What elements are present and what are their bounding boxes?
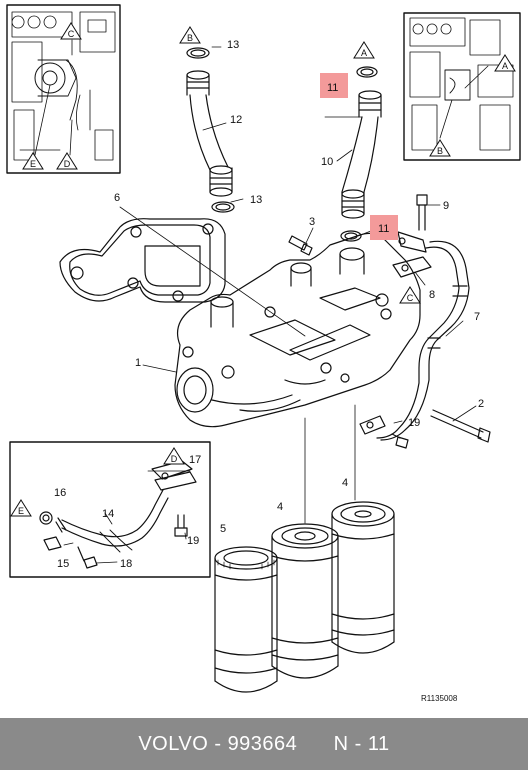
- gasket-6: [59, 218, 226, 303]
- marker-d-inset: D: [64, 159, 71, 169]
- footer-separator: -: [208, 732, 228, 755]
- pipe-12: [186, 47, 235, 213]
- sub-assembly-box: [9, 441, 211, 578]
- parts-diagram: B A C E D A B C D E 13 12 13 11 10 11 6 …: [6, 4, 521, 703]
- marker-e-sub: E: [18, 506, 24, 516]
- marker-triangle-a-inset: [494, 54, 516, 72]
- callout-4-back: 4: [342, 477, 348, 489]
- callout-1: 1: [135, 357, 141, 369]
- marker-b-inset: B: [437, 146, 443, 156]
- callout-13-lower: 13: [250, 194, 262, 206]
- marker-triangle-c-inset: [60, 22, 82, 40]
- engine-inset-right: [403, 12, 521, 161]
- filter-housing-1: [174, 232, 421, 428]
- callout-19-main: 19: [408, 417, 420, 429]
- marker-a-top: A: [361, 48, 367, 58]
- highlight-box-11-main: [370, 215, 398, 240]
- flange-8: [392, 231, 432, 278]
- marker-c-main: C: [407, 293, 414, 303]
- callout-4-front: 4: [277, 501, 283, 513]
- marker-c-inset: C: [68, 29, 75, 39]
- marker-triangle-c-main: [399, 286, 421, 304]
- highlight-box-11-top: [320, 73, 348, 98]
- callout-8: 8: [429, 289, 435, 301]
- reference-number: R1135008: [421, 694, 458, 703]
- engine-inset-left: [6, 4, 121, 174]
- footer-part-number: 993664: [227, 732, 298, 755]
- callout-5: 5: [220, 523, 226, 535]
- callout-18: 18: [120, 558, 132, 570]
- callout-3: 3: [309, 216, 315, 228]
- callout-6: 6: [114, 192, 120, 204]
- footer-gap: [297, 733, 333, 756]
- footer-bar: VOLVO - 993664 N - 11: [0, 718, 528, 770]
- callout-2: 2: [478, 398, 484, 410]
- callout-16: 16: [54, 487, 66, 499]
- bolt-19-main: [391, 433, 409, 449]
- marker-triangle-d-sub: [163, 447, 185, 465]
- marker-triangle-e-inset: [22, 152, 44, 170]
- footer-note: N - 11: [333, 732, 390, 755]
- filter-4: [271, 523, 339, 679]
- callout-7: 7: [474, 311, 480, 323]
- bolt-2: [430, 409, 491, 443]
- callout-10: 10: [321, 156, 333, 168]
- callout-9: 9: [443, 200, 449, 212]
- pipe-10: [340, 66, 382, 242]
- marker-triangle-e-sub: [10, 499, 32, 517]
- callout-12: 12: [230, 114, 242, 126]
- callout-14: 14: [102, 508, 114, 520]
- marker-triangle-a-top: [353, 41, 375, 59]
- filter-4-second: [331, 501, 395, 654]
- marker-triangle-b-top: [179, 26, 201, 44]
- callout-13-top: 13: [227, 39, 239, 51]
- marker-triangle-d-inset: [56, 152, 78, 170]
- marker-b-top: B: [187, 33, 193, 43]
- marker-triangle-b-inset: [429, 139, 451, 157]
- marker-d-sub: D: [171, 454, 178, 464]
- callout-15: 15: [57, 558, 69, 570]
- callout-19-sub: 19: [187, 535, 199, 547]
- marker-a-inset: A: [502, 61, 508, 71]
- callout-17: 17: [189, 454, 201, 466]
- callout-11-top: 11: [327, 82, 338, 94]
- bolt-3: [288, 235, 313, 256]
- marker-e-inset: E: [30, 159, 36, 169]
- filter-5: [214, 546, 278, 693]
- callout-11-main: 11: [378, 223, 389, 235]
- pipe-7: [359, 240, 470, 441]
- bolt-9: [416, 194, 428, 231]
- footer-brand: VOLVO: [138, 732, 209, 755]
